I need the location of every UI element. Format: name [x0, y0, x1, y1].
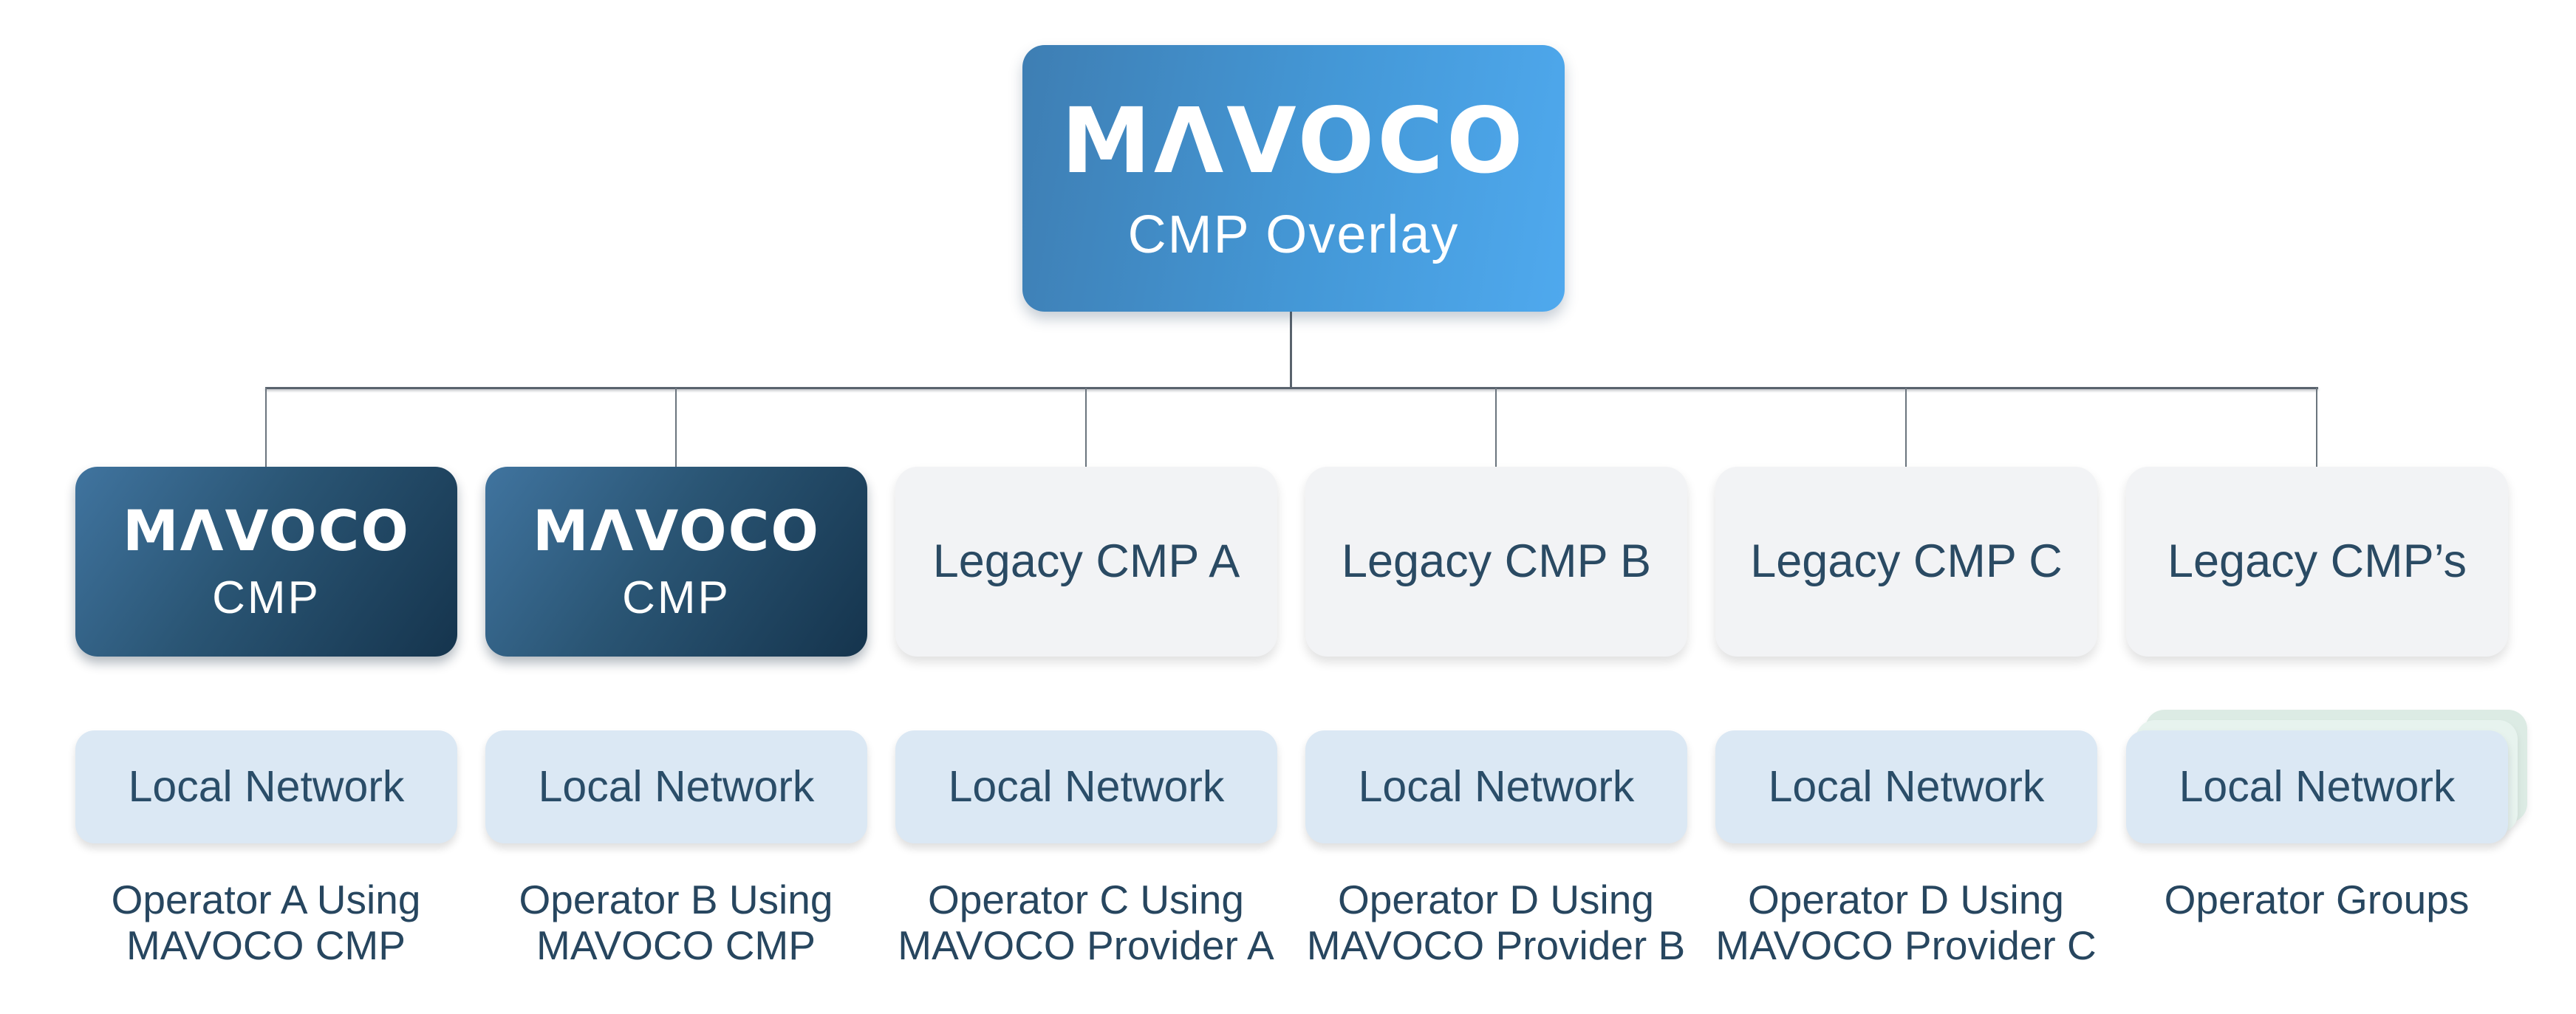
caption-line: Operator D Using [1748, 877, 2064, 922]
caption-line: MAVOCO Provider C [1715, 922, 2097, 968]
node-legacy-cmp-b: Legacy CMP B [1305, 467, 1687, 657]
node-local-network-4: Local Network [1305, 730, 1687, 843]
legacy-cmp-c-label: Legacy CMP C [1750, 535, 2063, 587]
legacy-cmp-a-label: Legacy CMP A [932, 535, 1240, 587]
node-local-network-1: Local Network [75, 730, 457, 843]
node-mavoco-cmp-1: MΛVOCO CMP [75, 467, 457, 657]
connector-drop-4 [1495, 388, 1497, 467]
caption-line: MAVOCO Provider A [898, 922, 1274, 968]
local-network-label: Local Network [128, 762, 405, 811]
caption-line: Operator A Using [111, 877, 421, 922]
node-cmp-overlay: MΛVOCO CMP Overlay [1022, 45, 1565, 312]
node-local-network-2: Local Network [485, 730, 867, 843]
legacy-cmp-b-label: Legacy CMP B [1341, 535, 1652, 587]
mavoco-logo: MΛVOCO [123, 497, 410, 563]
connector-drop-6 [2316, 388, 2317, 467]
connector-drop-5 [1905, 388, 1907, 467]
connector-root-stem [1290, 311, 1292, 388]
legacy-cmps-label: Legacy CMP’s [2167, 535, 2467, 587]
local-network-label: Local Network [1768, 762, 2045, 811]
node-local-network-5: Local Network [1715, 730, 2097, 843]
caption-line: Operator C Using [928, 877, 1244, 922]
caption-operator-a: Operator A Using MAVOCO CMP [7, 877, 525, 968]
connector-horizontal-bar [265, 387, 2318, 389]
node-local-network-3: Local Network [895, 730, 1277, 843]
caption-line: Operator Groups [2164, 877, 2470, 922]
node-local-network-groups: Local Network [2126, 730, 2508, 843]
local-network-label: Local Network [948, 762, 1225, 811]
caption-operator-b: Operator B Using MAVOCO CMP [417, 877, 935, 968]
caption-operator-groups: Operator Groups [2058, 877, 2575, 923]
mavoco-cmp-label: CMP [622, 572, 731, 623]
node-legacy-cmp-a: Legacy CMP A [895, 467, 1277, 657]
caption-operator-d1: Operator D Using MAVOCO Provider B [1237, 877, 1755, 968]
mavoco-cmp-label: CMP [212, 572, 321, 623]
mavoco-logo: MΛVOCO [1061, 88, 1526, 193]
connector-drop-3 [1085, 388, 1087, 467]
caption-line: MAVOCO CMP [126, 922, 406, 968]
caption-line: MAVOCO CMP [536, 922, 816, 968]
connector-drop-2 [675, 388, 677, 467]
caption-line: Operator B Using [519, 877, 833, 922]
caption-operator-d2: Operator D Using MAVOCO Provider C [1647, 877, 2165, 968]
root-subtitle: CMP Overlay [1127, 205, 1460, 264]
node-legacy-cmps: Legacy CMP’s [2126, 467, 2508, 657]
local-network-label: Local Network [538, 762, 815, 811]
mavoco-logo: MΛVOCO [533, 497, 820, 563]
local-network-label: Local Network [2179, 762, 2456, 811]
node-mavoco-cmp-2: MΛVOCO CMP [485, 467, 867, 657]
local-network-label: Local Network [1358, 762, 1635, 811]
caption-operator-c: Operator C Using MAVOCO Provider A [827, 877, 1345, 968]
caption-line: Operator D Using [1338, 877, 1654, 922]
node-legacy-cmp-c: Legacy CMP C [1715, 467, 2097, 657]
connector-drop-1 [265, 388, 267, 467]
caption-line: MAVOCO Provider B [1306, 922, 1686, 968]
